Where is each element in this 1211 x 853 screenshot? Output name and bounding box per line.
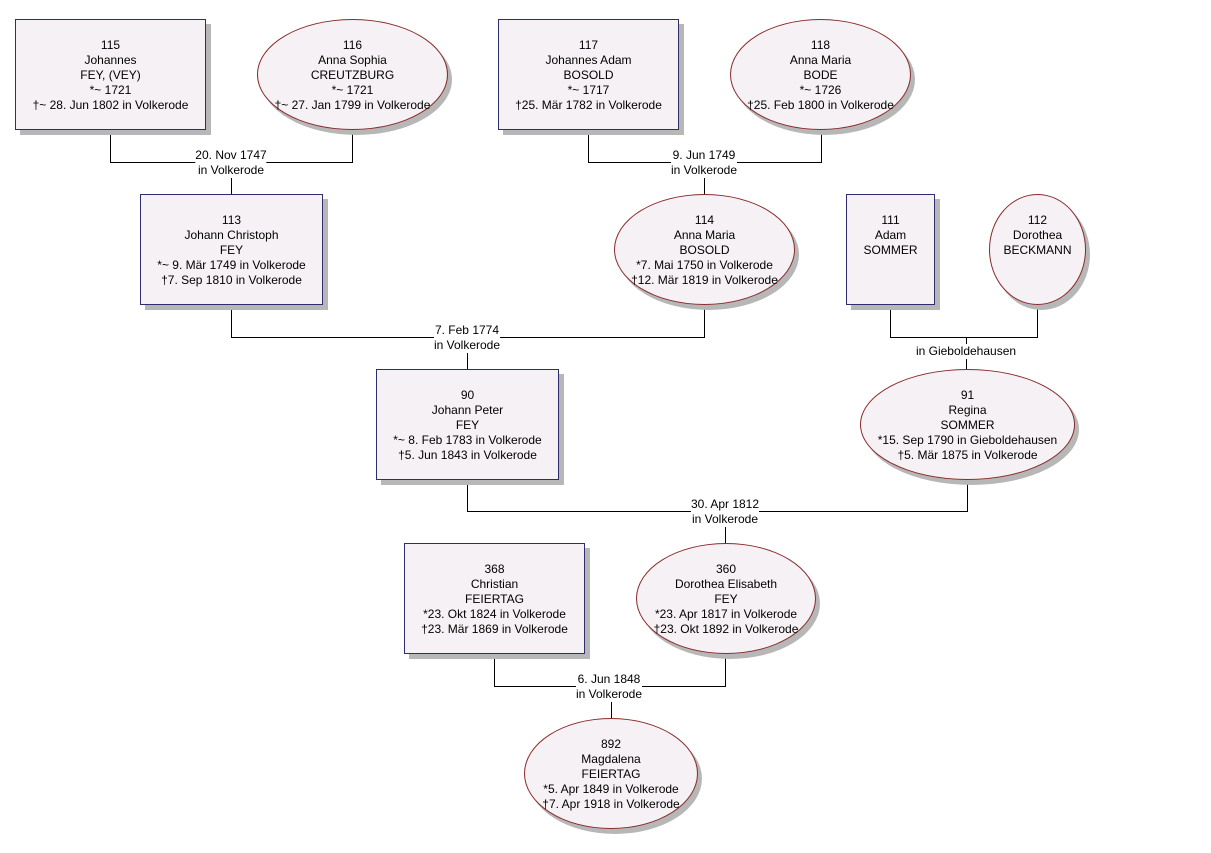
person-id: 116 — [342, 38, 363, 52]
person-id: 117 — [578, 38, 599, 52]
person-card-368[interactable]: 368 Christian FEIERTAG *23. Okt 1824 in … — [404, 543, 585, 654]
person-given-name: Anna Maria — [673, 228, 736, 242]
person-card-117[interactable]: 117 Johannes Adam BOSOLD *~ 1717 †25. Mä… — [498, 19, 679, 130]
person-death: †25. Feb 1800 in Volkerode — [747, 98, 894, 112]
person-card-90[interactable]: 90 Johann Peter FEY *~ 8. Feb 1783 in Vo… — [376, 369, 559, 480]
person-given-name: Johann Christoph — [184, 228, 279, 242]
person-surname: SOMMER — [940, 418, 995, 432]
person-given-name: Christian — [470, 577, 519, 591]
union-label-117-118: 9. Jun 1749 in Volkerode — [670, 148, 738, 178]
union-line-111-112 — [890, 305, 1038, 338]
person-death: †7. Apr 1918 in Volkerode — [542, 797, 680, 811]
union-place: in Volkerode — [197, 163, 265, 177]
union-label-111-112: in Gieboldehausen — [915, 344, 1017, 359]
union-place: in Volkerode — [691, 512, 759, 526]
union-label-115-116: 20. Nov 1747 in Volkerode — [195, 148, 267, 178]
person-death: †23. Okt 1892 in Volkerode — [653, 622, 799, 636]
person-id: 114 — [694, 213, 715, 227]
person-birth: *23. Okt 1824 in Volkerode — [423, 607, 566, 621]
person-card-118[interactable]: 118 Anna Maria BODE *~ 1726 †25. Feb 180… — [730, 19, 911, 130]
person-given-name: Anna Sophia — [318, 53, 387, 67]
union-date: 6. Jun 1848 — [577, 672, 641, 686]
person-birth: *7. Mai 1750 in Volkerode — [636, 258, 773, 272]
person-id: 111 — [881, 213, 900, 227]
person-given-name: Magdalena — [581, 752, 641, 766]
person-death: †7. Sep 1810 in Volkerode — [161, 273, 302, 287]
person-card-892[interactable]: 892 Magdalena FEIERTAG *5. Apr 1849 in V… — [524, 718, 698, 829]
person-birth: *~ 8. Feb 1783 in Volkerode — [393, 433, 542, 447]
person-card-112[interactable]: 112 Dorothea BECKMANN — [989, 194, 1086, 305]
person-death: †~ 27. Jan 1799 in Volkerode — [274, 98, 431, 112]
person-surname: BOSOLD — [563, 68, 614, 82]
person-birth: *23. Apr 1817 in Volkerode — [654, 607, 798, 621]
person-surname: BOSOLD — [679, 243, 730, 257]
person-id: 360 — [715, 562, 737, 576]
union-place: in Volkerode — [670, 163, 738, 177]
person-card-116[interactable]: 116 Anna Sophia CREUTZBURG *~ 1721 †~ 27… — [257, 19, 448, 130]
person-death: †12. Mär 1819 in Volkerode — [631, 273, 778, 287]
person-surname: BODE — [803, 68, 838, 82]
person-given-name: Regina — [948, 403, 987, 417]
person-card-113[interactable]: 113 Johann Christoph FEY *~ 9. Mär 1749 … — [140, 194, 323, 305]
person-card-115[interactable]: 115 Johannes FEY, (VEY) *~ 1721 †~ 28. J… — [15, 19, 206, 130]
person-surname: SOMMER — [863, 243, 918, 257]
person-id: 90 — [460, 388, 475, 402]
union-place: in Gieboldehausen — [915, 344, 1017, 358]
union-label-113-114: 7. Feb 1774 in Volkerode — [433, 323, 501, 353]
person-birth: *~ 1721 — [331, 83, 374, 97]
union-label-90-91: 30. Apr 1812 in Volkerode — [690, 497, 760, 527]
person-given-name: Dorothea Elisabeth — [674, 577, 778, 591]
person-given-name: Johann Peter — [431, 403, 504, 417]
union-date: 20. Nov 1747 — [195, 148, 267, 162]
person-death: †5. Jun 1843 in Volkerode — [398, 448, 537, 462]
person-card-91[interactable]: 91 Regina SOMMER *15. Sep 1790 in Giebol… — [860, 369, 1075, 480]
union-date: 7. Feb 1774 — [434, 323, 500, 337]
person-id: 118 — [810, 38, 831, 52]
person-given-name: Dorothea — [1012, 228, 1063, 242]
person-id: 115 — [100, 38, 121, 52]
union-place: in Volkerode — [575, 687, 643, 701]
person-death: †25. Mär 1782 in Volkerode — [515, 98, 662, 112]
person-death: †5. Mär 1875 in Volkerode — [897, 448, 1038, 462]
person-surname: CREUTZBURG — [310, 68, 395, 82]
person-death: †~ 28. Jun 1802 in Volkerode — [32, 98, 189, 112]
person-given-name: Anna Maria — [789, 53, 852, 67]
union-place: in Volkerode — [433, 338, 501, 352]
person-birth: *5. Apr 1849 in Volkerode — [543, 782, 679, 796]
person-birth: *~ 1721 — [89, 83, 132, 97]
person-surname: FEY — [714, 592, 738, 606]
person-given-name: Adam — [874, 228, 907, 242]
person-birth: *~ 1717 — [567, 83, 610, 97]
person-card-360[interactable]: 360 Dorothea Elisabeth FEY *23. Apr 1817… — [636, 543, 816, 654]
person-surname: FEY — [219, 243, 244, 257]
person-id: 91 — [960, 388, 975, 402]
person-surname: FEIERTAG — [581, 767, 641, 781]
union-date: 30. Apr 1812 — [690, 497, 760, 511]
person-death: †23. Mär 1869 in Volkerode — [421, 622, 568, 636]
person-surname: FEY — [455, 418, 480, 432]
person-id: 368 — [484, 562, 505, 576]
person-surname: FEY, (VEY) — [80, 68, 141, 82]
person-birth: *~ 9. Mär 1749 in Volkerode — [157, 258, 306, 272]
person-given-name: Johannes — [84, 53, 137, 67]
person-id: 113 — [221, 213, 242, 227]
person-surname: BECKMANN — [1003, 243, 1072, 257]
union-date: 9. Jun 1749 — [672, 148, 736, 162]
union-label-368-360: 6. Jun 1848 in Volkerode — [575, 672, 643, 702]
person-card-111[interactable]: 111 Adam SOMMER — [846, 194, 935, 305]
person-birth: *~ 1726 — [799, 83, 842, 97]
person-surname: FEIERTAG — [465, 592, 524, 606]
person-id: 112 — [1027, 213, 1048, 227]
person-given-name: Johannes Adam — [545, 53, 632, 67]
person-birth: *15. Sep 1790 in Gieboldehausen — [877, 433, 1058, 447]
person-card-114[interactable]: 114 Anna Maria BOSOLD *7. Mai 1750 in Vo… — [614, 194, 795, 305]
person-id: 892 — [600, 737, 622, 751]
